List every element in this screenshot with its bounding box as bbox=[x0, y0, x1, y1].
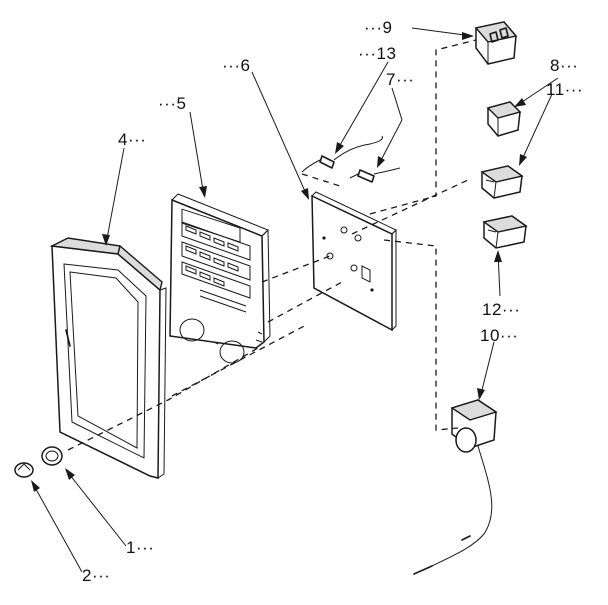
switch-part-11 bbox=[480, 165, 524, 199]
switch-part-12 bbox=[482, 215, 528, 249]
part-label-2: 2··· bbox=[82, 566, 111, 585]
timer-motor-part-10 bbox=[413, 399, 498, 575]
part-label-4: 4··· bbox=[118, 130, 147, 149]
circuit-board-part bbox=[311, 191, 397, 332]
part-label-6: ···6 bbox=[222, 56, 251, 75]
switch-block-part-9 bbox=[474, 21, 518, 65]
part-label-5: ···5 bbox=[158, 94, 187, 113]
knob-part bbox=[14, 462, 34, 478]
part-label-10: 10··· bbox=[480, 326, 519, 345]
part-label-12: 12··· bbox=[482, 300, 521, 319]
knob-bezel-part bbox=[41, 446, 63, 466]
leader-lines bbox=[31, 27, 559, 573]
wire-harness-part-7 bbox=[349, 167, 401, 183]
control-panel-board-part bbox=[169, 193, 271, 364]
part-label-7: 7··· bbox=[386, 70, 415, 89]
part-label-1: 1··· bbox=[126, 538, 155, 557]
door-frame-part bbox=[49, 237, 167, 479]
assembly-guide-lines bbox=[67, 39, 477, 451]
wire-harness-part-13 bbox=[301, 135, 383, 173]
part-label-8: 8··· bbox=[550, 56, 579, 75]
part-label-9: ···9 bbox=[364, 18, 393, 37]
part-label-11: 11··· bbox=[546, 80, 584, 99]
switch-part-8 bbox=[486, 101, 522, 137]
part-label-13: ···13 bbox=[358, 44, 397, 63]
